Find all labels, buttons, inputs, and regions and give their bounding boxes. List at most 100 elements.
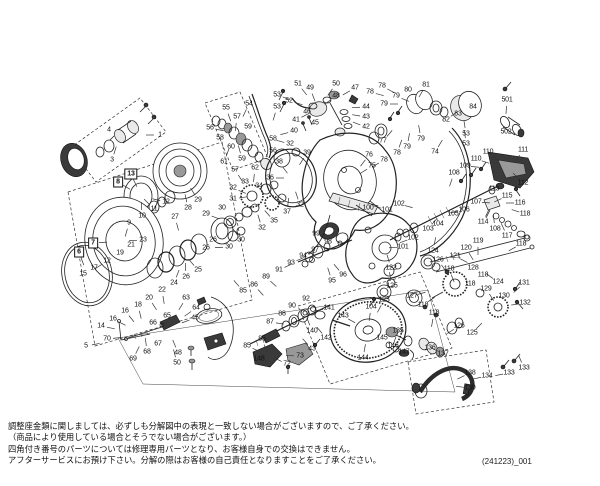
part-callout: 4 xyxy=(107,126,111,134)
part-callout: 16 xyxy=(109,315,117,323)
part-callout: 45 xyxy=(191,314,199,322)
part-callout: 44 xyxy=(362,103,370,111)
part-callout: 30 xyxy=(237,236,245,244)
part-callout: 10 xyxy=(138,212,146,220)
part-callout: 31 xyxy=(229,195,237,203)
notes-line-2: （商品により使用している場合とそうでない場合がございます。） xyxy=(8,432,252,443)
part-callout: 103 xyxy=(422,225,434,233)
part-callout: 23 xyxy=(139,236,147,244)
part-callout: 57 xyxy=(233,113,241,121)
part-callout: 56 xyxy=(269,147,277,155)
part-callout: 27 xyxy=(171,213,179,221)
part-callout: 54 xyxy=(245,100,253,108)
part-callout: 143 xyxy=(337,312,349,320)
bail-arm-knob-drawing xyxy=(291,90,359,137)
part-callout-boxed: 6 xyxy=(74,246,84,258)
part-callout: 30 xyxy=(225,243,233,251)
part-callout: 133 xyxy=(503,369,515,377)
part-callout: 101 xyxy=(397,243,409,251)
part-callout: 50 xyxy=(173,359,181,367)
part-callout: 15 xyxy=(79,270,87,278)
part-callout: 48 xyxy=(332,92,340,100)
part-callout: 85 xyxy=(258,335,266,343)
part-callout: 51 xyxy=(294,80,302,88)
part-callout: 25 xyxy=(194,266,202,274)
part-callout: 104 xyxy=(365,303,377,311)
part-callout: 32 xyxy=(229,184,237,192)
part-callout: 120 xyxy=(460,244,472,252)
drag-knob-assembly-drawing xyxy=(60,102,157,177)
part-callout: 32 xyxy=(286,140,294,148)
part-callout: 116 xyxy=(514,199,526,207)
part-callout: 79 xyxy=(417,135,425,143)
part-callout: 102 xyxy=(393,200,405,208)
part-callout: 74 xyxy=(431,148,439,156)
anti-reverse-lever-drawing xyxy=(117,296,234,370)
part-callout: 32 xyxy=(258,224,266,232)
part-callout: 110 xyxy=(482,148,494,156)
rotor-guard-drawing xyxy=(252,338,321,374)
part-callout: 95 xyxy=(328,277,336,285)
part-callout: 125 xyxy=(386,282,398,290)
part-callout: 14 xyxy=(97,322,105,330)
part-callout: 141 xyxy=(323,304,335,312)
part-callout: 70 xyxy=(103,335,111,343)
part-callout: 111 xyxy=(517,146,529,154)
part-callout: 59 xyxy=(244,123,252,131)
part-callout: 113 xyxy=(488,185,500,193)
part-callout: 102 xyxy=(407,234,419,242)
part-callout: 83 xyxy=(454,110,462,118)
part-callout: 49 xyxy=(306,84,314,92)
part-callout-boxed: 8 xyxy=(113,176,123,188)
part-callout: 118 xyxy=(443,265,455,273)
part-callout: 55 xyxy=(222,104,230,112)
part-callout: 132 xyxy=(519,299,531,307)
part-callout: 138 xyxy=(464,369,476,377)
part-callout: 75 xyxy=(368,162,376,170)
part-callout: 41 xyxy=(292,116,300,124)
part-callout: 93 xyxy=(287,259,295,267)
part-callout: 42 xyxy=(362,123,370,131)
part-callout: 114 xyxy=(477,218,489,226)
part-callout: 45 xyxy=(311,119,319,127)
part-callout: 124 xyxy=(492,278,504,286)
part-callout: 87 xyxy=(266,318,274,326)
main-gear-drawing xyxy=(300,297,464,363)
part-callout: 19 xyxy=(116,249,124,257)
part-callout: 78 xyxy=(378,82,386,90)
part-callout: 79 xyxy=(392,92,400,100)
part-callout: 58 xyxy=(269,135,277,143)
part-callout: 67 xyxy=(154,340,162,348)
part-callout: 126 xyxy=(432,256,444,264)
part-callout: 122 xyxy=(385,264,397,272)
diagram-artwork xyxy=(60,81,535,415)
part-callout: 137 xyxy=(437,350,449,358)
part-callout: 144 xyxy=(357,354,369,362)
part-callout: 53 xyxy=(462,130,470,138)
part-callout: 108 xyxy=(448,169,460,177)
part-callout: 129 xyxy=(480,285,492,293)
part-callout: 85 xyxy=(239,287,247,295)
part-callout: 148 xyxy=(253,355,265,363)
pinion-parts-drawing xyxy=(211,88,287,171)
part-callout: 82 xyxy=(442,116,450,124)
part-callout: 118 xyxy=(464,280,476,288)
part-callout: 36 xyxy=(266,174,274,182)
part-callout: 131 xyxy=(518,279,530,287)
part-callout: 78 xyxy=(380,156,388,164)
part-callout: 92 xyxy=(302,295,310,303)
drive-pinion-drawing xyxy=(249,304,331,347)
part-callout: 99 xyxy=(312,230,320,238)
part-callout: 126 xyxy=(453,322,465,330)
part-callout: 47 xyxy=(351,84,359,92)
footer-notes: 調整座金類に関しましては、必ずしも分解図中の表現と一致しない場合がございますので… xyxy=(8,421,414,466)
part-callout: 29 xyxy=(194,196,202,204)
part-callout: 53 xyxy=(273,91,281,99)
part-callout: 77 xyxy=(379,137,387,145)
part-callout: 56 xyxy=(206,124,214,132)
part-callout: 58 xyxy=(216,134,224,142)
part-callout: 110 xyxy=(470,155,482,163)
part-callout: 142 xyxy=(320,334,332,342)
part-callout: 127 xyxy=(406,292,418,300)
